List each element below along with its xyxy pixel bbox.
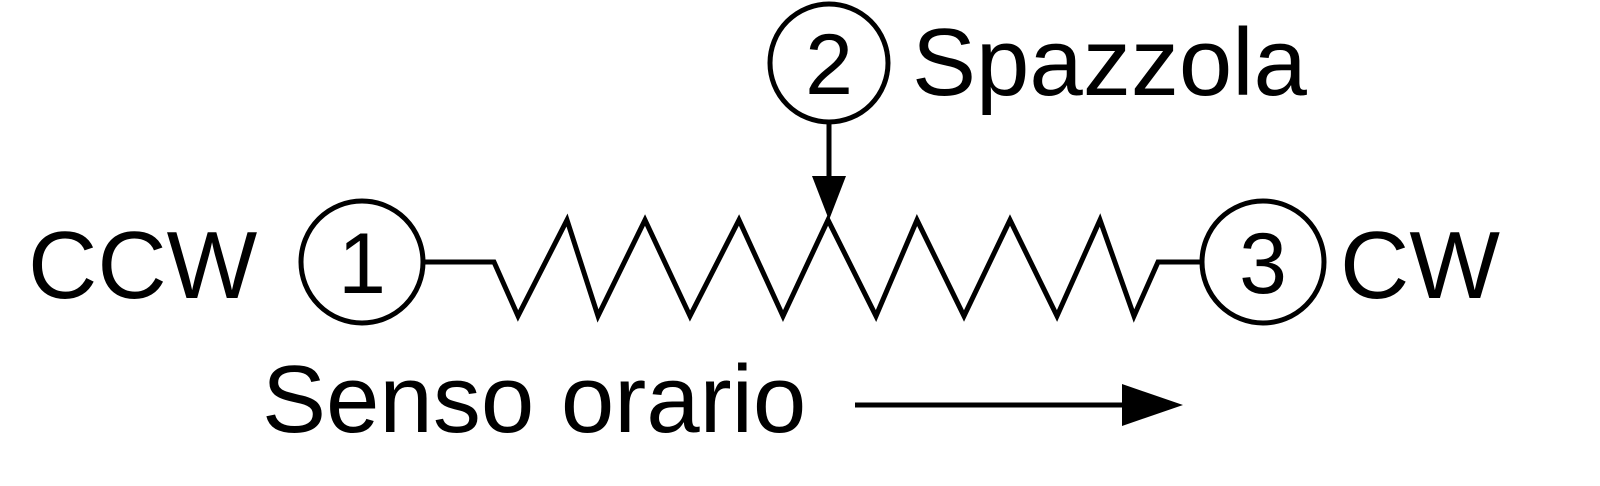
terminal-3-label: CW bbox=[1340, 212, 1500, 319]
direction-label: Senso orario bbox=[262, 346, 806, 453]
terminal-2-label: Spazzola bbox=[912, 9, 1308, 116]
terminal-1-number: 1 bbox=[338, 216, 386, 312]
resistor-zigzag bbox=[423, 213, 1202, 323]
wiper-arrow-head bbox=[812, 176, 846, 220]
terminal-3-number: 3 bbox=[1239, 216, 1287, 312]
terminal-2-number: 2 bbox=[805, 17, 853, 113]
direction-arrow-head bbox=[1122, 384, 1183, 426]
terminal-1-label: CCW bbox=[28, 212, 258, 319]
